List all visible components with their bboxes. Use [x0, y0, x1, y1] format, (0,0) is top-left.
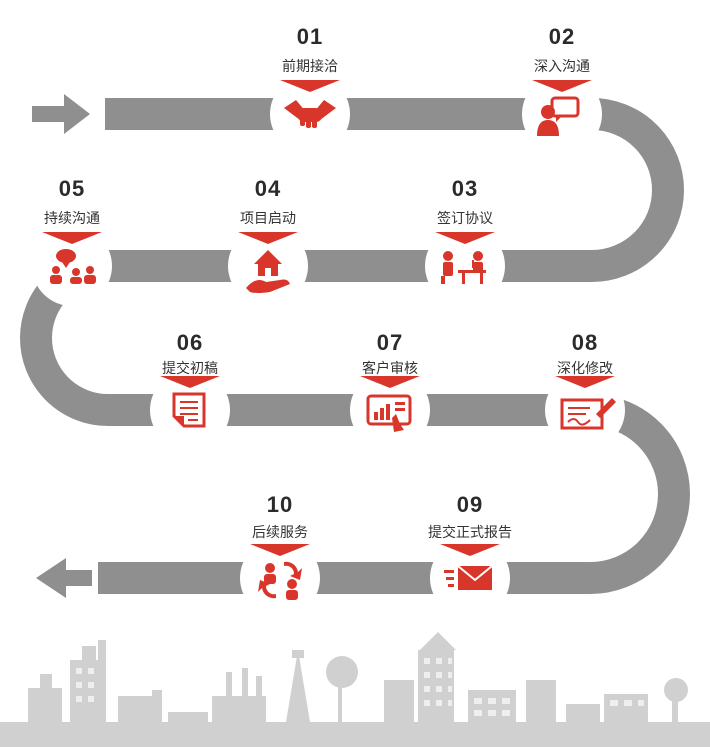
step-08-number: 08 [571, 330, 599, 355]
step-02-label: 深入沟通 [534, 59, 590, 75]
step-10-number: 10 [266, 492, 294, 517]
step-04-number: 04 [254, 176, 282, 201]
start-arrow-icon [32, 94, 90, 134]
skyline-windows [76, 658, 644, 716]
speaker-icon [537, 96, 580, 136]
sign-contract-icon [560, 398, 616, 430]
end-arrow-icon [36, 558, 92, 598]
step-04-label: 项目启动 [240, 211, 296, 227]
step-01-number: 01 [296, 24, 324, 49]
user-cycle-icon [258, 561, 302, 600]
mail-send-icon [444, 565, 493, 590]
step-07-number: 07 [376, 330, 404, 355]
serpentine-path [20, 98, 690, 594]
step-03-label: 签订协议 [437, 211, 493, 227]
document-icon [172, 392, 206, 428]
tablet-chart-icon [366, 394, 412, 432]
step-02-number: 02 [548, 24, 576, 49]
label-markers [42, 80, 615, 556]
step-09-label: 提交正式报告 [428, 525, 512, 541]
step-05-number: 05 [58, 176, 86, 201]
step-06-label: 提交初稿 [162, 361, 218, 377]
house-hand-icon [246, 250, 290, 293]
city-skyline [0, 632, 710, 747]
step-10-label: 后续服务 [252, 525, 308, 541]
step-09-number: 09 [456, 492, 484, 517]
step-07-label: 客户审核 [362, 361, 418, 377]
step-03-number: 03 [451, 176, 479, 201]
step-01-label: 前期接洽 [282, 59, 338, 75]
step-08-label: 深化修改 [557, 361, 613, 377]
step-06-number: 06 [176, 330, 204, 355]
group-chat-icon [50, 249, 96, 284]
handshake-icon [284, 100, 336, 128]
step-05-label: 持续沟通 [44, 211, 100, 227]
meeting-table-icon [441, 251, 486, 284]
